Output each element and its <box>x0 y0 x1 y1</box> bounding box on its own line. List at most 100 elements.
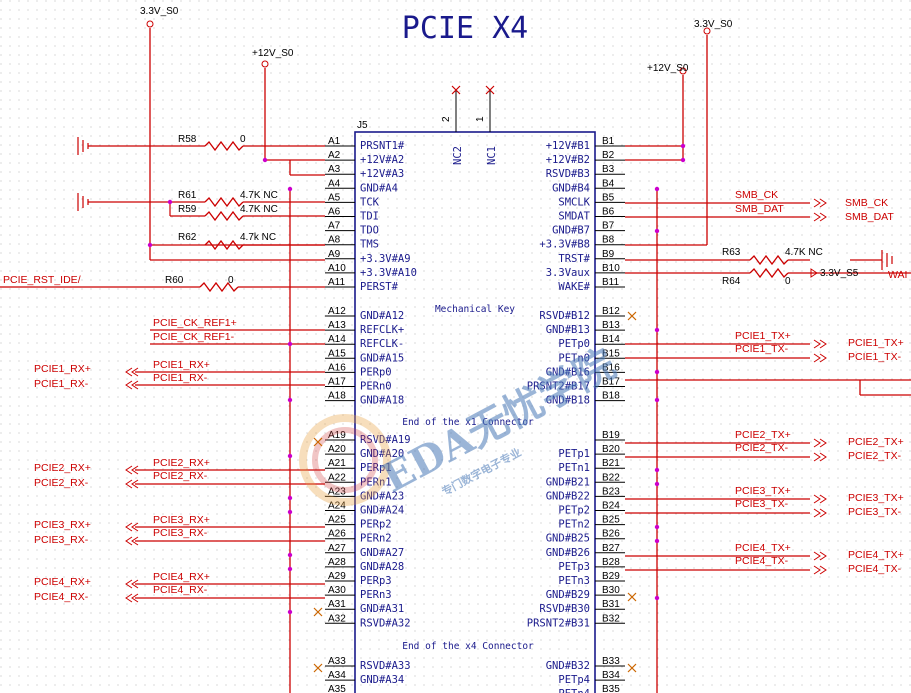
right-pin-name: +12V#B2 <box>546 154 590 166</box>
left-pin-name: REFCLK- <box>360 338 404 350</box>
resistor-ref: R62 <box>178 232 197 243</box>
no-connect-mark <box>313 607 323 617</box>
junction-dot <box>654 538 660 544</box>
svg-text:3.3V_S0: 3.3V_S0 <box>694 19 733 30</box>
resistor-value: 4.7K NC <box>785 247 823 258</box>
net-rx3n-offpage: PCIE3_RX- <box>34 534 89 546</box>
resistor-symbol <box>204 140 244 152</box>
left-pin-number: A1 <box>328 136 341 147</box>
left-pin-number: A33 <box>328 656 346 667</box>
left-pin-name: PERn3 <box>360 589 392 601</box>
right-pin-name: PETp2 <box>558 505 590 517</box>
resistor-value: 4.7K NC <box>240 190 278 201</box>
right-pin-name: SMCLK <box>558 196 590 208</box>
right-pin-number: B22 <box>602 472 620 483</box>
left-pin-number: A30 <box>328 585 346 596</box>
resistor-value: 4.7k NC <box>240 232 276 243</box>
right-pin-number: B18 <box>602 391 620 402</box>
junction-dot <box>680 143 686 149</box>
resistor-symbol <box>199 281 239 293</box>
right-pin-name: PETn4 <box>558 688 590 693</box>
nc2-pin-name: NC2 <box>452 146 464 165</box>
left-pin-number: A19 <box>328 430 346 441</box>
left-pin-number: A25 <box>328 515 346 526</box>
right-pin-column: B1+12V#B1B2+12V#B2B3RSVD#B3B4GND#B4B5SMC… <box>527 136 625 693</box>
right-pin-number: B25 <box>602 515 620 526</box>
right-pin-name: GND#B21 <box>546 476 590 488</box>
left-pin-number: A9 <box>328 249 341 260</box>
left-pin-number: A24 <box>328 501 346 512</box>
net-smb-dat-offpage: SMB_DAT <box>845 211 894 223</box>
right-pin-number: B1 <box>602 136 615 147</box>
right-pin-name: GND#B26 <box>546 547 590 559</box>
left-net-wires <box>0 286 325 599</box>
junction-dot <box>654 327 660 333</box>
left-pin-name: GND#A34 <box>360 674 404 686</box>
no-connect-mark <box>313 437 323 447</box>
resistor-value: 4.7K NC <box>240 204 278 215</box>
left-pin-name: GND#A31 <box>360 603 404 615</box>
left-pin-number: A18 <box>328 391 346 402</box>
gnd-symbol-left-1 <box>77 137 205 155</box>
net-rx2p-local: PCIE2_RX+ <box>153 457 210 469</box>
net-tx3n-offpage: PCIE3_TX- <box>848 506 902 518</box>
right-pin-name: PRSNT2#B17 <box>527 381 590 393</box>
power-rails <box>149 28 911 693</box>
resistor-ref: R59 <box>178 204 197 215</box>
left-pin-number: A35 <box>328 684 346 693</box>
left-pin-name: GND#A24 <box>360 505 404 517</box>
right-pin-name: GND#B18 <box>546 395 590 407</box>
right-pin-name: GND#B13 <box>546 324 590 336</box>
right-pin-name: GND#B29 <box>546 589 590 601</box>
svg-text:3.3V_S0: 3.3V_S0 <box>140 6 179 17</box>
right-pin-name: 3.3Vaux <box>546 267 590 279</box>
left-pin-name: PERp2 <box>360 519 392 531</box>
junction-dot <box>147 242 153 248</box>
net-smb-dat-local: SMB_DAT <box>735 203 784 215</box>
left-pin-name: GND#A20 <box>360 448 404 460</box>
gnd-symbol-left-2 <box>77 193 205 217</box>
resistor-ref: R61 <box>178 190 197 201</box>
net-rx3p-offpage: PCIE3_RX+ <box>34 519 91 531</box>
right-pin-number: B5 <box>602 192 615 203</box>
net-tx2p-offpage: PCIE2_TX+ <box>848 436 904 448</box>
left-pin-number: A4 <box>328 178 341 189</box>
right-pin-number: B13 <box>602 320 620 331</box>
right-pin-number: B14 <box>602 334 620 345</box>
right-pin-number: B30 <box>602 585 620 596</box>
net-tx1p-local: PCIE1_TX+ <box>735 330 791 342</box>
left-pin-name: GND#A27 <box>360 547 404 559</box>
left-pin-number: A34 <box>328 670 346 681</box>
left-pin-number: A22 <box>328 472 346 483</box>
right-pin-name: PETp1 <box>558 448 590 460</box>
left-pin-number: A31 <box>328 599 346 610</box>
right-pin-number: B21 <box>602 458 620 469</box>
net-rx4n-local: PCIE4_RX- <box>153 584 208 596</box>
no-connect-mark <box>627 311 637 321</box>
nc1-pin-name: NC1 <box>486 146 498 165</box>
left-pin-number: A8 <box>328 235 341 246</box>
left-pin-name: PERp1 <box>360 462 392 474</box>
no-connect-mark <box>313 663 323 673</box>
left-pin-name: GND#A12 <box>360 310 404 322</box>
right-pin-number: B8 <box>602 235 615 246</box>
net-rx1p-local: PCIE1_RX+ <box>153 359 210 371</box>
junction-dot <box>287 509 293 515</box>
net-pcie-rst: PCIE_RST_IDE/ <box>3 274 81 286</box>
resistor-value: 0 <box>240 134 246 145</box>
right-net-labels: SMB_CK SMB_DAT SMB_CK SMB_DAT WAI PCIE1_… <box>735 189 907 575</box>
right-pin-number: B34 <box>602 670 620 681</box>
right-pin-number: B31 <box>602 599 620 610</box>
junction-dot <box>287 186 293 192</box>
junction-dot <box>654 481 660 487</box>
left-pin-name: GND#A18 <box>360 395 404 407</box>
right-pin-number: B11 <box>602 277 619 288</box>
connector-body[interactable] <box>354 131 596 693</box>
right-pin-name: RSVD#B12 <box>539 310 590 322</box>
resistor-symbol <box>749 254 789 266</box>
net-rx1p-offpage: PCIE1_RX+ <box>34 363 91 375</box>
right-net-wires <box>625 202 911 571</box>
left-pin-name: RSVD#A32 <box>360 617 411 629</box>
left-pin-name: +12V#A2 <box>360 154 404 166</box>
